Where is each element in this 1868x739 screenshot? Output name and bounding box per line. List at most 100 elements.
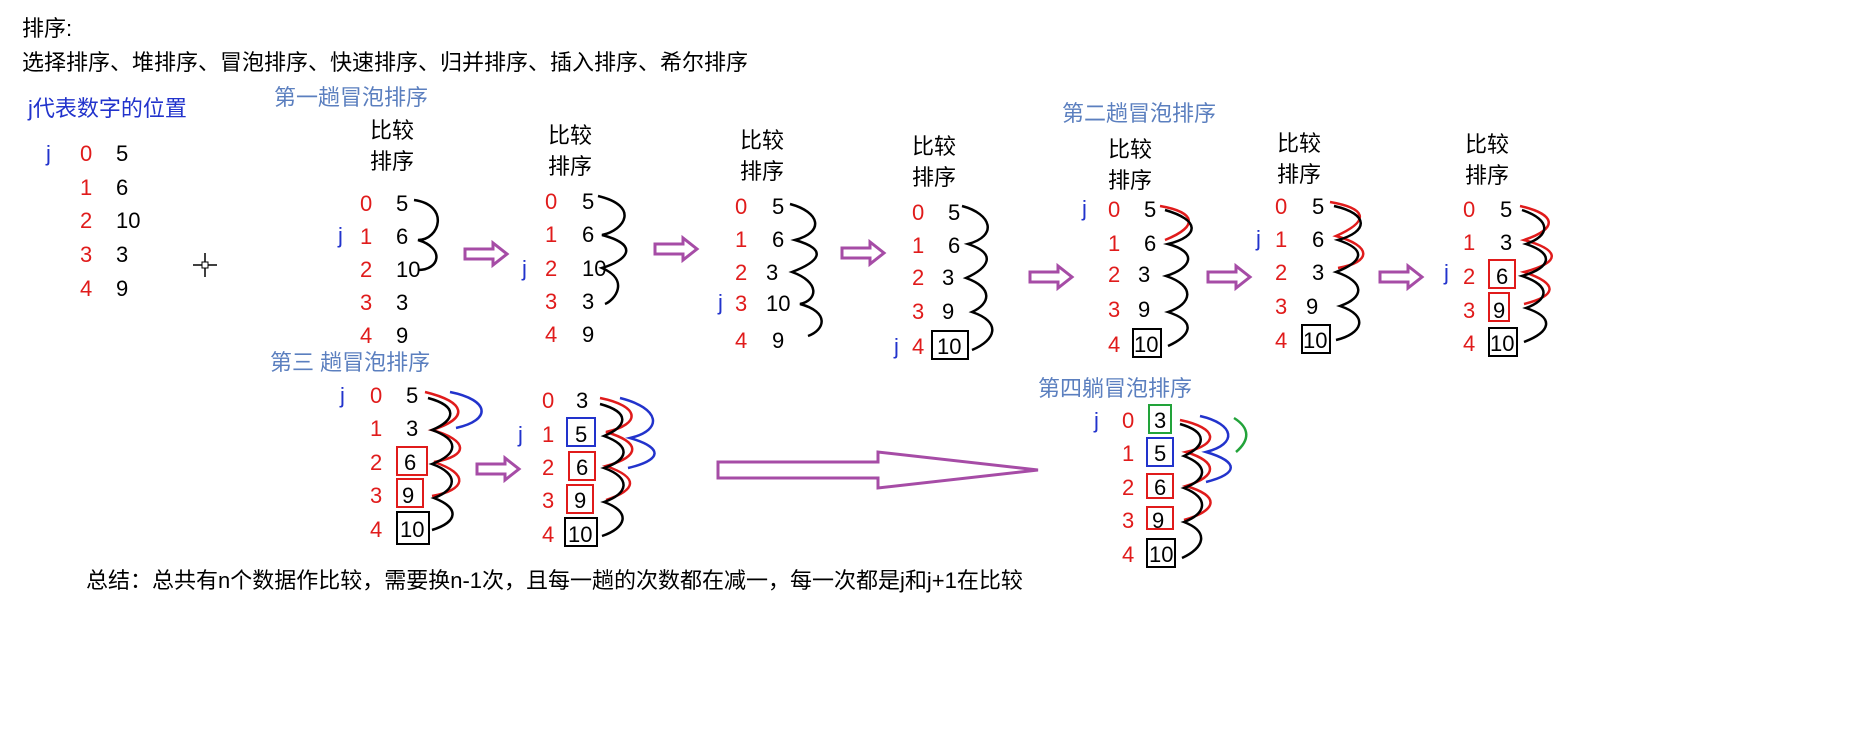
index-label: 0 bbox=[80, 141, 93, 166]
j-marker: j bbox=[1256, 226, 1261, 251]
array-value: 3 bbox=[396, 290, 409, 315]
array-value: 9 bbox=[402, 483, 415, 508]
index-label: 3 bbox=[542, 488, 555, 513]
j-description: j代表数字的位置 bbox=[28, 96, 187, 121]
array-value: 6 bbox=[1496, 264, 1509, 289]
index-label: 0 bbox=[360, 191, 373, 216]
sort-label: 排序 bbox=[1465, 163, 1510, 188]
summary-text: 总结：总共有n个数据作比较，需要换n-1次，且每一趟的次数都在减一，每一次都是j… bbox=[86, 568, 1023, 593]
pass-title-3: 第三 趟冒泡排序 bbox=[270, 350, 431, 375]
sorted-box bbox=[1132, 328, 1162, 358]
settled-box bbox=[1146, 437, 1174, 467]
array-value: 6 bbox=[1312, 227, 1325, 252]
index-label: 1 bbox=[1108, 231, 1121, 256]
index-label: 0 bbox=[370, 383, 383, 408]
next-step-arrow bbox=[840, 240, 886, 266]
pass-title-2: 第二趟冒泡排序 bbox=[1062, 101, 1217, 126]
index-label: 3 bbox=[80, 242, 93, 267]
array-value: 10 bbox=[568, 522, 593, 547]
index-label: 0 bbox=[735, 194, 748, 219]
compare-curve bbox=[1332, 204, 1362, 342]
array-value: 3 bbox=[582, 289, 595, 314]
array-value: 5 bbox=[1144, 197, 1157, 222]
index-label: 2 bbox=[370, 450, 383, 475]
index-label: 3 bbox=[360, 290, 373, 315]
sort-label: 排序 bbox=[1277, 162, 1322, 187]
array-value: 10 bbox=[937, 334, 962, 359]
index-label: 2 bbox=[1122, 475, 1135, 500]
index-label: 1 bbox=[1463, 230, 1476, 255]
next-step-arrow bbox=[653, 236, 699, 262]
compare-curve bbox=[449, 390, 483, 430]
array-value: 3 bbox=[406, 416, 419, 441]
index-label: 3 bbox=[1275, 294, 1288, 319]
array-value: 6 bbox=[582, 222, 595, 247]
crosshair-cursor-icon bbox=[193, 253, 217, 277]
index-label: 2 bbox=[1275, 260, 1288, 285]
array-value: 3 bbox=[1500, 230, 1513, 255]
compare-curve bbox=[1329, 200, 1365, 270]
array-value: 10 bbox=[582, 256, 607, 281]
array-value: 5 bbox=[1312, 194, 1325, 219]
array-value: 10 bbox=[400, 517, 425, 542]
array-value: 10 bbox=[396, 257, 421, 282]
array-value: 3 bbox=[576, 388, 589, 413]
array-value: 3 bbox=[116, 242, 129, 267]
array-value: 3 bbox=[1312, 260, 1325, 285]
sorted-box bbox=[931, 330, 969, 360]
sorted-box bbox=[1488, 327, 1518, 357]
array-value: 6 bbox=[404, 450, 417, 475]
index-label: 3 bbox=[1108, 297, 1121, 322]
compare-curve bbox=[597, 194, 628, 306]
compare-curve bbox=[961, 204, 994, 352]
index-label: 1 bbox=[545, 222, 558, 247]
compare-label: 比较 bbox=[740, 128, 785, 153]
j-marker: j bbox=[340, 383, 345, 408]
swap-box bbox=[396, 478, 424, 508]
array-value: 5 bbox=[582, 189, 595, 214]
array-value: 10 bbox=[1149, 542, 1174, 567]
array-value: 9 bbox=[396, 323, 409, 348]
index-label: 4 bbox=[1122, 542, 1135, 567]
compare-curve bbox=[1233, 416, 1248, 453]
j-marker: j bbox=[1444, 260, 1449, 285]
index-label: 0 bbox=[1122, 408, 1135, 433]
compare-curve bbox=[788, 202, 823, 338]
compare-curve bbox=[1179, 418, 1212, 522]
array-value: 6 bbox=[1144, 231, 1157, 256]
sort-label: 排序 bbox=[548, 154, 593, 179]
compare-curve bbox=[1517, 208, 1548, 344]
index-label: 4 bbox=[912, 334, 925, 359]
index-label: 3 bbox=[1122, 508, 1135, 533]
array-value: 5 bbox=[575, 422, 588, 447]
j-marker: j bbox=[338, 223, 343, 248]
j-marker: j bbox=[518, 422, 523, 447]
compare-curve bbox=[424, 390, 462, 498]
array-value: 6 bbox=[116, 175, 129, 200]
index-label: 0 bbox=[912, 200, 925, 225]
array-value: 5 bbox=[116, 141, 129, 166]
swap-box bbox=[1146, 506, 1174, 530]
array-value: 5 bbox=[948, 200, 961, 225]
next-step-arrow bbox=[1378, 264, 1424, 290]
array-value: 3 bbox=[766, 260, 779, 285]
index-label: 1 bbox=[912, 233, 925, 258]
index-label: 0 bbox=[1463, 197, 1476, 222]
index-label: 0 bbox=[1108, 197, 1121, 222]
settled-box bbox=[566, 417, 596, 447]
array-value: 3 bbox=[942, 265, 955, 290]
index-label: 1 bbox=[80, 175, 93, 200]
sorted-box bbox=[1301, 324, 1331, 354]
j-marker: j bbox=[46, 141, 51, 166]
array-value: 10 bbox=[1303, 328, 1328, 353]
j-marker: j bbox=[1082, 196, 1087, 221]
big-arrow bbox=[716, 450, 1039, 490]
index-label: 1 bbox=[360, 224, 373, 249]
index-label: 1 bbox=[370, 416, 383, 441]
array-value: 5 bbox=[396, 191, 409, 216]
compare-curve bbox=[619, 396, 656, 470]
array-value: 5 bbox=[406, 383, 419, 408]
j-marker: j bbox=[894, 334, 899, 359]
compare-curve bbox=[1199, 414, 1232, 484]
index-label: 3 bbox=[1463, 298, 1476, 323]
